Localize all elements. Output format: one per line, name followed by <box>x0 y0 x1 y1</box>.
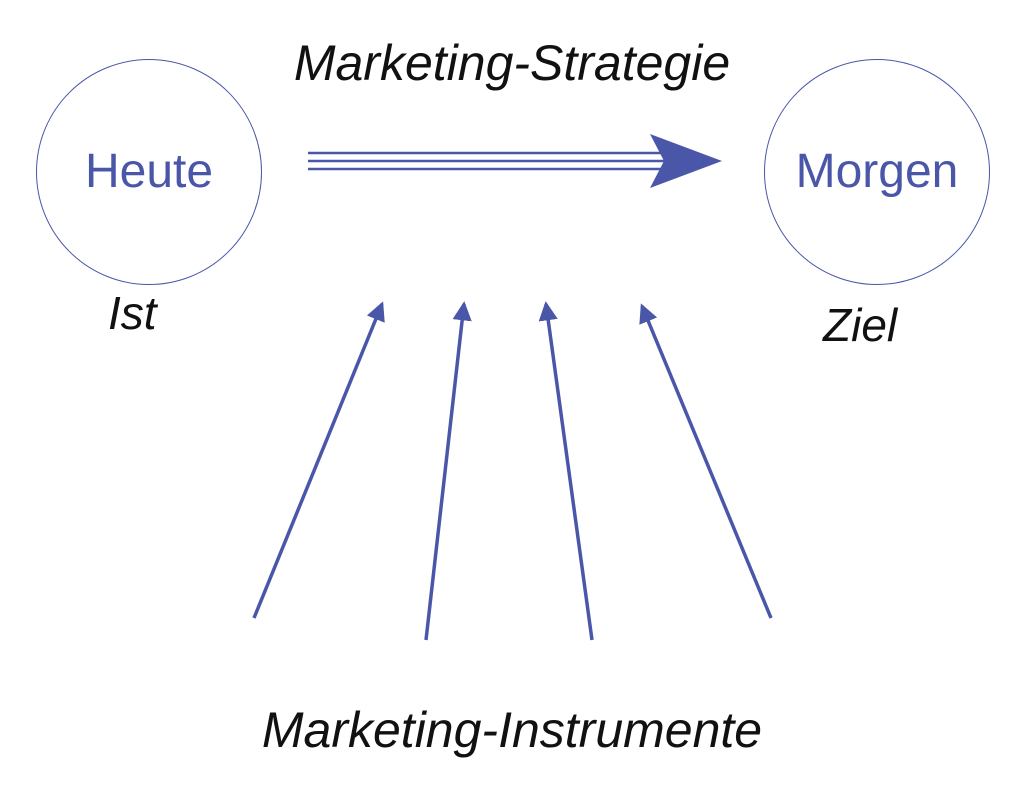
instrument-arrow-1 <box>252 301 385 619</box>
strategy-arrow-head <box>650 134 722 188</box>
today-label: Heute <box>84 145 214 198</box>
today-sub-label: Ist <box>108 287 157 339</box>
instrument-arrow-4 <box>639 303 773 619</box>
instruments-title: Marketing-Instrumente <box>261 702 763 758</box>
tomorrow-sub-label: Ziel <box>823 299 898 351</box>
strategy-title: Marketing-Strategie <box>293 35 731 91</box>
today-circle: Heute <box>36 59 262 285</box>
strategy-arrow <box>308 134 722 188</box>
tomorrow-label: Morgen <box>795 145 959 198</box>
tomorrow-circle: Morgen <box>764 59 990 285</box>
instrument-arrow-3 <box>538 301 594 641</box>
instrument-arrow-2 <box>424 301 472 641</box>
